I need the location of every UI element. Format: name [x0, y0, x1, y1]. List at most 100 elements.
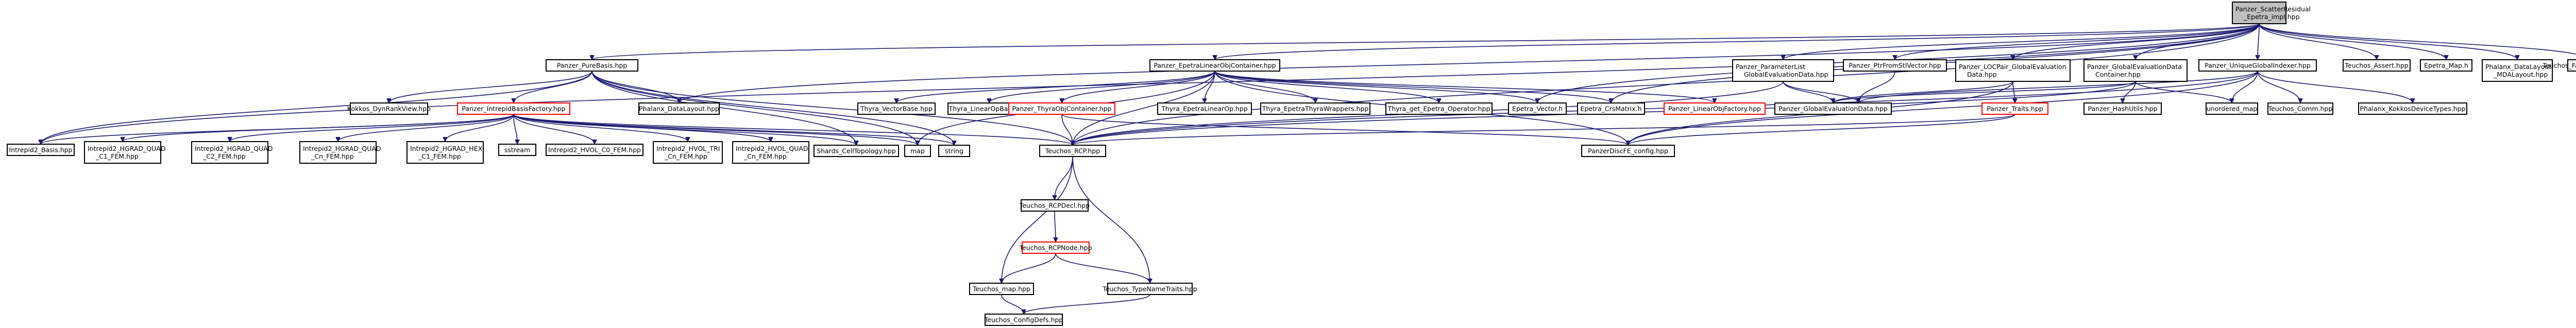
node-panzer-ptrfromstlvector-hpp[interactable]: Panzer_PtrFromStlVector.hpp: [1843, 59, 1947, 72]
node-box: [1981, 102, 2048, 115]
node-label: Teuchos_TypeNameTraits.hpp: [1102, 285, 1197, 293]
node-label: _C2_FEM.hpp: [202, 152, 246, 160]
node-box: [969, 283, 1034, 295]
node-teuchos-configdefs-hpp[interactable]: Teuchos_ConfigDefs.hpp: [984, 314, 1063, 326]
node-box: [1021, 199, 1089, 212]
edge-traits-to-rcp: [1073, 114, 2015, 146]
edge-epetraLOC-to-epetraVector: [1214, 71, 1537, 103]
node-box: [1955, 59, 2071, 82]
edge-intrepidFactory-to-rcp: [513, 114, 1073, 146]
edge-root-to-paramLOC: [1783, 23, 2260, 60]
node-label: Container.hpp: [2095, 71, 2141, 78]
node-panzer-intrepidbasisfactory-hpp[interactable]: Panzer_IntrepidBasisFactory.hpp: [457, 102, 570, 115]
edge-root-to-rcp: [1073, 23, 2260, 145]
edge-uniqueGI-to-tComm: [2257, 71, 2300, 103]
edge-intrepidFactory-to-string: [513, 114, 954, 146]
node-label: Panzer_Traits.hpp: [1987, 105, 2043, 113]
edge-epetraLOC-to-thyraObjCont: [1062, 71, 1215, 103]
node-panzer-scatterresidual-epetra-impl-hpp: Panzer_ScatterResidual_Epetra_impl.hpp: [2232, 2, 2311, 24]
node-label: Teuchos_ConfigDefs.hpp: [984, 316, 1063, 324]
node-label: _Cn_FEM.hpp: [311, 152, 354, 160]
node-teuchos-rcp-hpp[interactable]: Teuchos_RCP.hpp: [1039, 145, 1106, 157]
node-shards-celltopology-hpp[interactable]: Shards_CellTopology.hpp: [814, 145, 899, 157]
node-label: Phalanx_DataLayout.hpp: [639, 105, 719, 113]
node-panzer-hashutils-hpp[interactable]: Panzer_HashUtils.hpp: [2083, 102, 2162, 115]
node-box: [457, 102, 570, 115]
node-intrepid2-hgrad-quad-cn-fem-hpp[interactable]: Intrepid2_HGRAD_QUAD_Cn_FEM.hpp: [299, 141, 381, 164]
node-box: [1577, 102, 1645, 115]
node-panzer-uniqueglobalindexer-hpp[interactable]: Panzer_UniqueGlobalIndexer.hpp: [2198, 59, 2317, 72]
node-intrepid2-hgrad-quad-c1-fem-hpp[interactable]: Intrepid2_HGRAD_QUAD_C1_FEM.hpp: [84, 141, 165, 164]
node-panzer-globalevaluationdata-hpp[interactable]: Panzer_GlobalEvaluationData.hpp: [1774, 102, 1892, 115]
node-epetra-vector-h[interactable]: Epetra_Vector.h: [1508, 102, 1567, 115]
node-phalanx-datalayout-mdalayout-hpp[interactable]: Phalanx_DataLayout_MDALayout.hpp: [2482, 59, 2553, 82]
edge-root-to-phalanxDataLayout: [679, 23, 2260, 103]
node-panzer-epetralinearobjcontainer-hpp[interactable]: Panzer_EpetraLinearObjContainer.hpp: [1149, 59, 1280, 72]
node-panzer-traits-hpp[interactable]: Panzer_Traits.hpp: [1981, 102, 2048, 115]
node-label: Teuchos_Comm.hpp: [2268, 105, 2333, 113]
node-label: Kokkos_DynRankView.hpp: [347, 105, 431, 113]
node-box: [653, 141, 723, 164]
node-label: Panzer_ParameterList: [1736, 63, 1805, 71]
edge-epetraLOC-to-epetraCrs: [1214, 71, 1611, 103]
node-intrepid2-hvol-tri-cn-fem-hpp[interactable]: Intrepid2_HVOL_TRI_Cn_FEM.hpp: [653, 141, 723, 164]
edge-tMap-to-configDefs: [1001, 294, 1024, 315]
node-kokkos-dynrankview-hpp[interactable]: Kokkos_DynRankView.hpp: [347, 102, 431, 115]
node-label: _Cn_FEM.hpp: [743, 152, 787, 160]
node-intrepid2-hgrad-hex-c1-fem-hpp[interactable]: Intrepid2_HGRAD_HEX_C1_FEM.hpp: [406, 141, 484, 164]
edge-uniqueGI-to-panzerConfig: [1628, 71, 2258, 146]
edge-epetraLOC-to-thyraGetEO: [1214, 71, 1439, 103]
node-panzerdiscfe-config-hpp[interactable]: PanzerDiscFE_config.hpp: [1581, 145, 1675, 157]
node-panzer-linearobjfactory-hpp[interactable]: Panzer_LinearObjFactory.hpp: [1664, 102, 1766, 115]
node-teuchos-rcpnode-hpp[interactable]: Teuchos_RCPNode.hpp: [1019, 241, 1092, 254]
edge-rcp-to-tMap: [1002, 156, 1073, 283]
node-panzer-purebasis-hpp[interactable]: Panzer_PureBasis.hpp: [546, 59, 638, 72]
node-box: [2198, 59, 2317, 72]
node-teuchos-fancyostream-hpp[interactable]: Teuchos_FancyOStream.hpp: [2542, 59, 2576, 72]
node-thyra-epetralinearop-hpp[interactable]: Thyra_EpetraLinearOp.hpp: [1157, 102, 1252, 115]
edge-uniqueGI-to-unorderedMap: [2232, 71, 2258, 103]
edge-traits-to-panzerConfig: [1628, 114, 2015, 146]
edge-uniqueGI-to-vector: [1858, 71, 2258, 103]
node-teuchos-assert-hpp[interactable]: Teuchos_Assert.hpp: [2343, 59, 2411, 72]
edge-gedContainer-to-ged: [1833, 81, 2136, 103]
node-teuchos-map-hpp[interactable]: Teuchos_map.hpp: [969, 283, 1034, 295]
node-teuchos-rcpdecl-hpp[interactable]: Teuchos_RCPDecl.hpp: [1019, 199, 1090, 212]
node-box: [1385, 102, 1493, 115]
node-panzer-thyraobjcontainer-hpp[interactable]: Panzer_ThyraObjContainer.hpp: [1008, 102, 1115, 115]
node-box: [732, 141, 809, 164]
node-label: Intrepid2_HGRAD_HEX: [410, 145, 483, 152]
node-phalanx-kokkosdevicetypes-hpp[interactable]: Phalanx_KokkosDeviceTypes.hpp: [2358, 102, 2467, 115]
node-intrepid2-hvol-c0-fem-hpp[interactable]: Intrepid2_HVOL_C0_FEM.hpp: [546, 144, 643, 156]
edge-pureBasis-to-map: [591, 71, 918, 145]
node-panzer-locpair-globalevaluationdata-hpp[interactable]: Panzer_LOCPair_GlobalEvaluationData.hpp: [1955, 59, 2071, 82]
node-box: [2083, 102, 2162, 115]
node-box: [938, 145, 970, 157]
node-label: Epetra_CrsMatrix.h: [1580, 105, 1641, 113]
node-thyra-epetrathyrawrappers-hpp[interactable]: Thyra_EpetraThyraWrappers.hpp: [1260, 102, 1370, 115]
node-box: [350, 102, 428, 115]
node-map[interactable]: map: [904, 145, 931, 157]
node-unordered-map[interactable]: unordered_map: [2206, 102, 2258, 115]
node-thyra-vectorbase-hpp[interactable]: Thyra_VectorBase.hpp: [857, 102, 936, 115]
node-sstream[interactable]: sstream: [498, 144, 536, 156]
node-phalanx-datalayout-hpp[interactable]: Phalanx_DataLayout.hpp: [638, 102, 720, 115]
node-thyra-get-epetra-operator-hpp[interactable]: Thyra_get_Epetra_Operator.hpp: [1385, 102, 1493, 115]
node-label: Phalanx_KokkosDeviceTypes.hpp: [2360, 105, 2466, 113]
node-label: Intrepid2_HVOL_QUAD: [736, 145, 808, 152]
edge-pureBasis-to-intrepidBasis: [41, 71, 592, 145]
node-panzer-parameterlistglobalevaluationdata-hpp[interactable]: Panzer_ParameterListGlobalEvaluationData…: [1732, 59, 1834, 82]
node-intrepid2-hgrad-quad-c2-fem-hpp[interactable]: Intrepid2_HGRAD_QUAD_C2_FEM.hpp: [191, 141, 273, 164]
node-epetra-map-h[interactable]: Epetra_Map.h: [2420, 59, 2472, 72]
edge-locPair-to-ged: [1833, 81, 2013, 103]
node-label: unordered_map: [2207, 105, 2258, 113]
node-teuchos-typenametraits-hpp[interactable]: Teuchos_TypeNameTraits.hpp: [1102, 283, 1197, 295]
node-string[interactable]: string: [938, 145, 970, 157]
edge-paramLOC-to-vector: [1783, 81, 1858, 103]
edge-uniqueGI-to-phalanxKDT: [2257, 71, 2413, 103]
node-intrepid2-basis-hpp[interactable]: Intrepid2_Basis.hpp: [7, 144, 75, 156]
node-teuchos-comm-hpp[interactable]: Teuchos_Comm.hpp: [2267, 102, 2333, 115]
node-intrepid2-hvol-quad-cn-fem-hpp[interactable]: Intrepid2_HVOL_QUAD_Cn_FEM.hpp: [732, 141, 809, 164]
node-epetra-crsmatrix-h[interactable]: Epetra_CrsMatrix.h: [1577, 102, 1645, 115]
